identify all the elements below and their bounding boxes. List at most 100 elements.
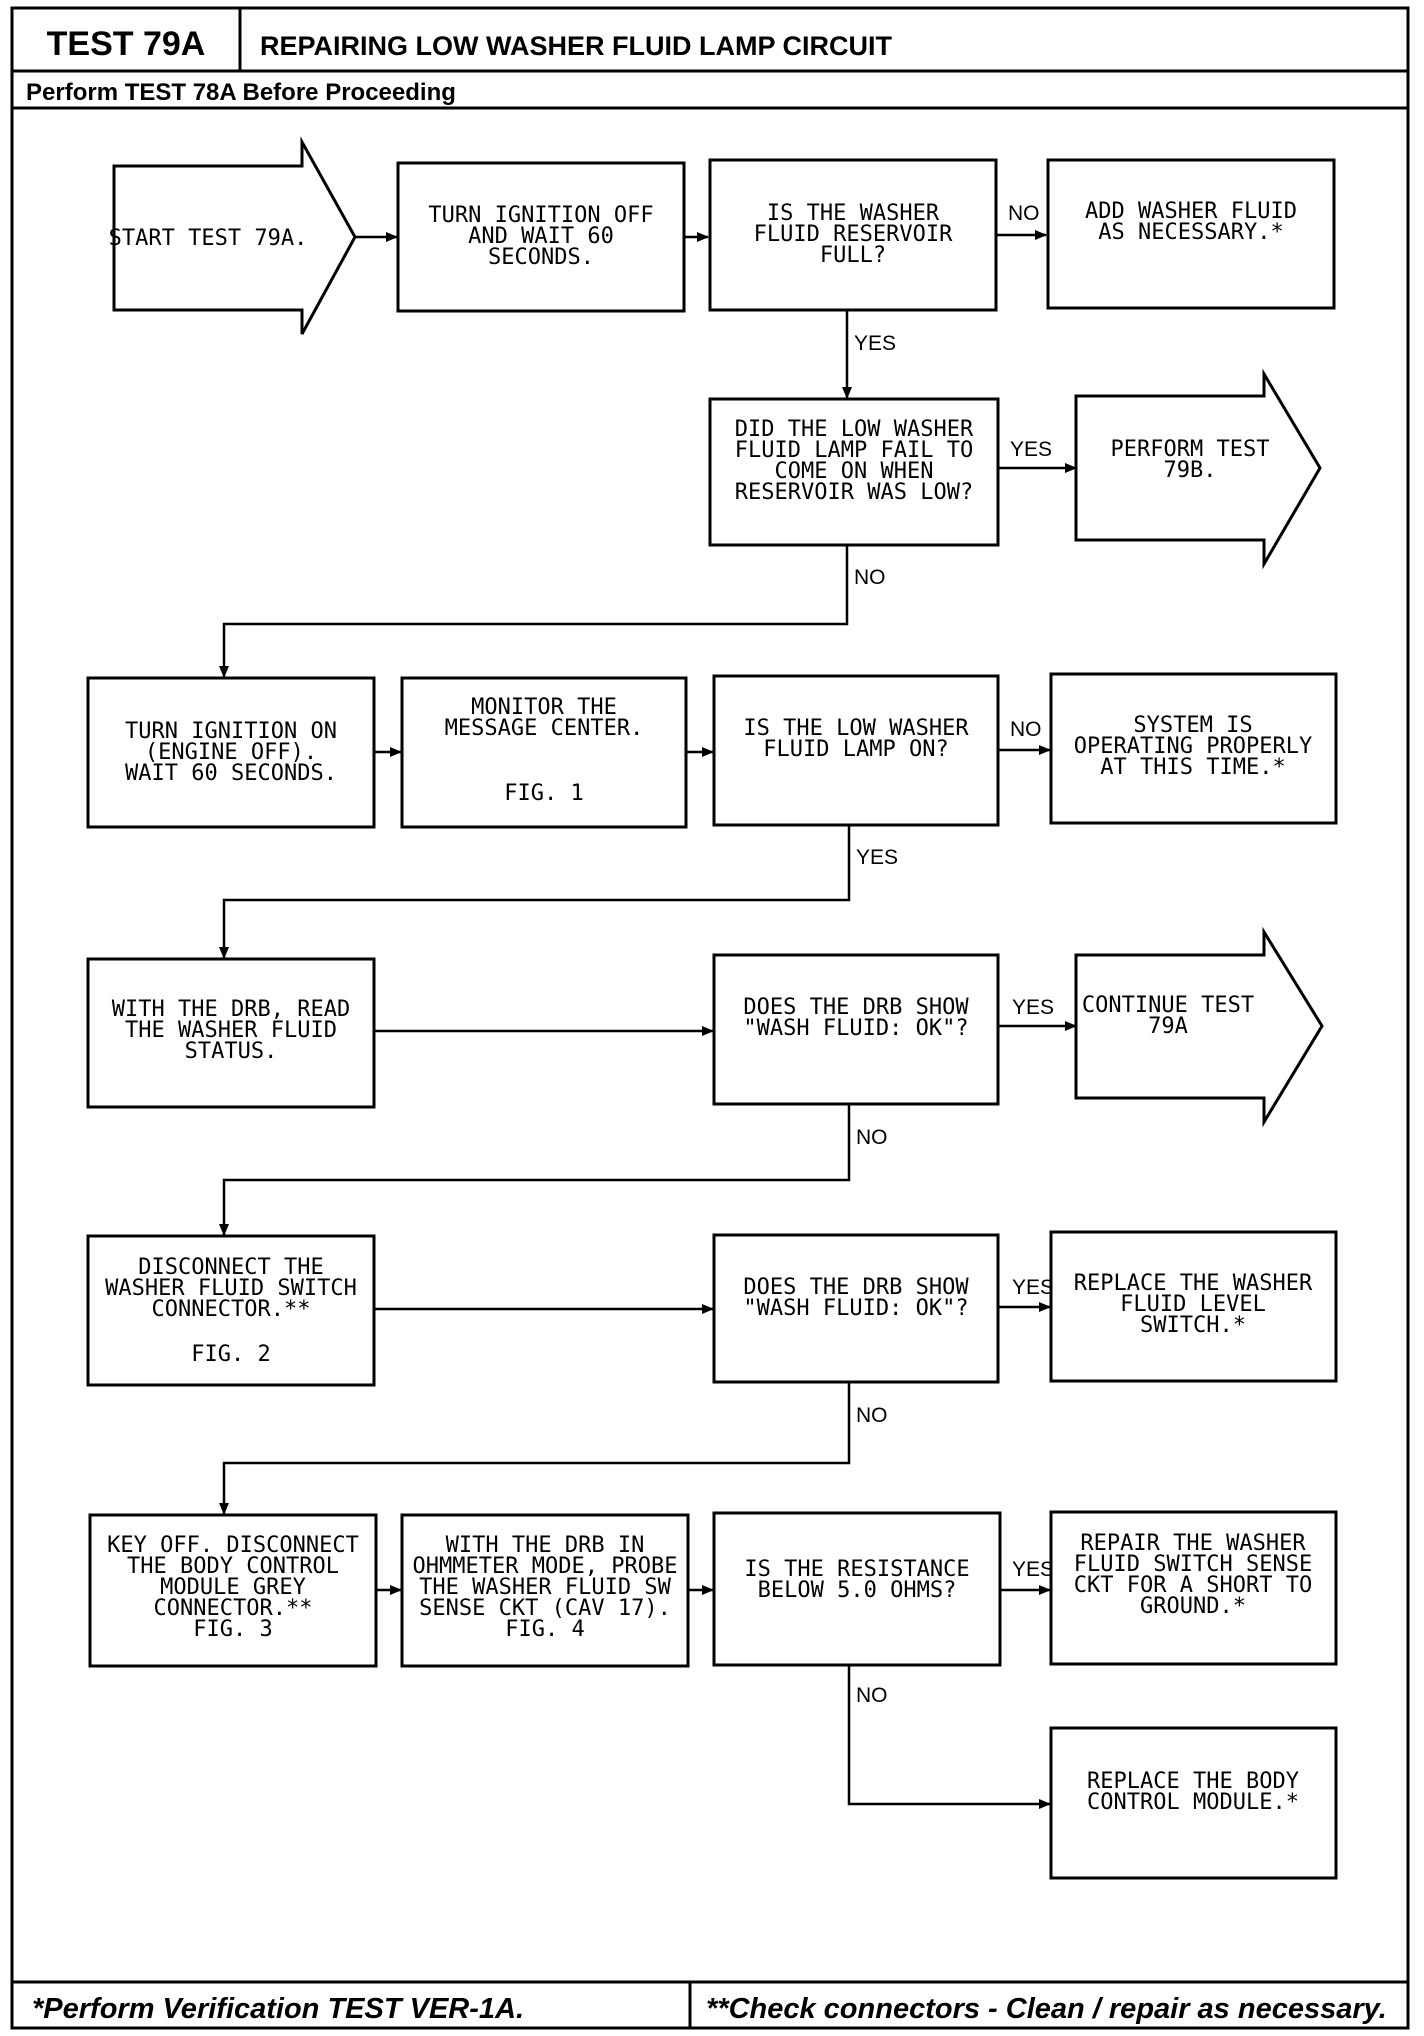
label-no: NO <box>1010 718 1042 741</box>
repair-ckt-box <box>1049 1510 1338 1666</box>
node-text-line: MESSAGE CENTER. <box>445 716 644 741</box>
continue-test-terminal <box>1074 926 1324 1128</box>
node-text-line: DISCONNECT THE <box>138 1255 323 1280</box>
label-yes: YES <box>856 846 898 869</box>
arrow-q-resist-no <box>847 1665 1051 1809</box>
node-text-line: AS NECESSARY.* <box>1098 220 1283 245</box>
node-text-line: KEY OFF. DISCONNECT <box>107 1533 359 1558</box>
ok-system-box <box>1049 672 1338 825</box>
node-text-line: FLUID SWITCH SENSE <box>1074 1552 1312 1577</box>
arrow-q-fail-no <box>219 545 849 678</box>
node-text-line: IS THE RESISTANCE <box>744 1557 969 1582</box>
replace-bcm-box <box>1049 1726 1338 1880</box>
node-text-line: IS THE LOW WASHER <box>743 716 969 741</box>
node-text-line: DOES THE DRB SHOW <box>743 1275 969 1300</box>
node-text-line: AND WAIT 60 <box>468 224 614 249</box>
node-text-line: FLUID LAMP FAIL TO <box>735 438 973 463</box>
node-text-line: WITH THE DRB IN <box>446 1533 645 1558</box>
node-text-line: 79A <box>1148 1014 1188 1039</box>
q-drb2-text: DOES THE DRB SHOW"WASH FLUID: OK"? <box>743 1275 969 1321</box>
arrow-q-lamp-yes <box>219 825 851 959</box>
node-text-line: CKT FOR A SHORT TO <box>1074 1573 1312 1598</box>
label-no: NO <box>1008 202 1040 225</box>
monitor-fig-text: FIG. 1 <box>504 781 583 806</box>
node-text-line: SENSE CKT (CAV 17). <box>419 1596 671 1621</box>
node-text-line: FLUID LAMP ON? <box>763 737 948 762</box>
node-text-line: (ENGINE OFF). <box>145 740 317 765</box>
node-text-line: ADD WASHER FLUID <box>1085 199 1297 224</box>
node-text-line: STATUS. <box>185 1039 278 1064</box>
node-text-line: GROUND.* <box>1140 1594 1246 1619</box>
label-no: NO <box>856 1126 888 1149</box>
label-yes: YES <box>1012 996 1054 1019</box>
node-text-line: MONITOR THE <box>471 695 617 720</box>
q-fail-box <box>708 397 1000 547</box>
add-fluid-box <box>1046 158 1336 310</box>
node-text-line: REPAIR THE WASHER <box>1080 1531 1306 1556</box>
node-text-line: OPERATING PROPERLY <box>1074 734 1312 759</box>
node-text-line: "WASH FLUID: OK"? <box>743 1016 968 1041</box>
node-text-line: WASHER FLUID SWITCH <box>105 1276 357 1301</box>
ign-on-text: TURN IGNITION ON(ENGINE OFF).WAIT 60 SEC… <box>125 719 337 786</box>
start-text: START TEST 79A. <box>109 226 308 251</box>
node-text-line: SWITCH.* <box>1140 1313 1246 1338</box>
node-text-line: 79B. <box>1164 458 1217 483</box>
node-text-line: FIG. 4 <box>505 1617 584 1642</box>
node-text-line: SYSTEM IS <box>1133 713 1252 738</box>
node-text-line: THE BODY CONTROL <box>127 1554 339 1579</box>
label-yes: YES <box>854 332 896 355</box>
ign-off-box <box>396 161 686 313</box>
node-text-line: FLUID RESERVOIR <box>754 222 953 247</box>
start-terminal <box>112 136 357 335</box>
connectors <box>219 230 1077 1809</box>
prerequisite-note: Perform TEST 78A Before Proceeding <box>26 79 456 106</box>
arrow-q-drb2-no <box>219 1382 851 1515</box>
q-full-box <box>708 158 998 312</box>
node-text-line: IS THE WASHER <box>767 201 940 226</box>
node-text-line: BELOW 5.0 OHMS? <box>758 1578 957 1603</box>
node-text-line: COME ON WHEN <box>775 459 934 484</box>
node-text-line: "WASH FLUID: OK"? <box>743 1296 968 1321</box>
label-yes: YES <box>1010 438 1052 461</box>
node-text-line: CONNECTOR.** <box>152 1297 311 1322</box>
node-text-line: PERFORM TEST <box>1111 437 1270 462</box>
outer-border <box>10 6 1410 2030</box>
q-lamp-box <box>712 674 1000 827</box>
q-resist-box <box>712 1511 1002 1667</box>
q-drb1-box <box>712 953 1000 1106</box>
footer-note-left: *Perform Verification TEST VER-1A. <box>32 1993 524 2025</box>
node-text-line: THE WASHER FLUID SW <box>419 1575 671 1600</box>
label-no: NO <box>856 1404 888 1427</box>
label-yes: YES <box>1012 1276 1054 1299</box>
node-text-line: START TEST 79A. <box>109 226 308 251</box>
label-no: NO <box>856 1684 888 1707</box>
q-drb2-box <box>712 1233 1000 1384</box>
replace-switch-box <box>1049 1230 1338 1383</box>
disconnect-box <box>86 1234 376 1387</box>
monitor-box <box>400 676 688 829</box>
node-text-line: TURN IGNITION OFF <box>428 203 653 228</box>
arrow-q-drb1-no <box>219 1104 851 1236</box>
node-text-line: REPLACE THE WASHER <box>1074 1271 1313 1296</box>
node-text-line: AT THIS TIME.* <box>1100 755 1285 780</box>
node-text-line: REPLACE THE BODY <box>1087 1769 1299 1794</box>
footer-note-right: **Check connectors - Clean / repair as n… <box>706 1993 1387 2025</box>
disconnect-fig-text: FIG. 2 <box>191 1342 270 1367</box>
